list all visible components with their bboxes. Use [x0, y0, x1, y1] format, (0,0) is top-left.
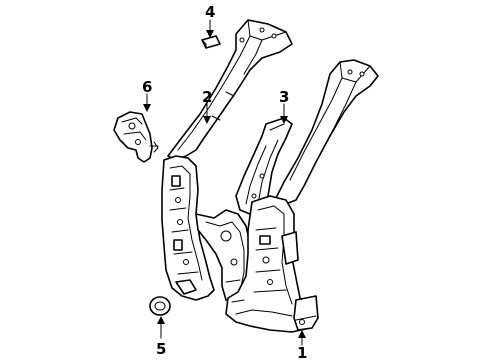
callout-5: 5: [156, 340, 166, 358]
part-5-plug: [149, 296, 171, 316]
part-2-front-pillar: [161, 19, 293, 305]
callout-3: 3: [279, 88, 289, 106]
callout-4: 4: [205, 3, 215, 21]
part-4-clip: [201, 35, 221, 49]
callout-2: 2: [202, 88, 212, 106]
callout-labels: 4 6 2 3 5 1: [142, 3, 307, 360]
callout-1: 1: [297, 344, 307, 360]
part-1-center-pillar-assembly: [225, 59, 379, 333]
callout-leaders: [143, 19, 306, 346]
part-6-bracket: [113, 111, 159, 163]
callout-6: 6: [142, 78, 152, 96]
